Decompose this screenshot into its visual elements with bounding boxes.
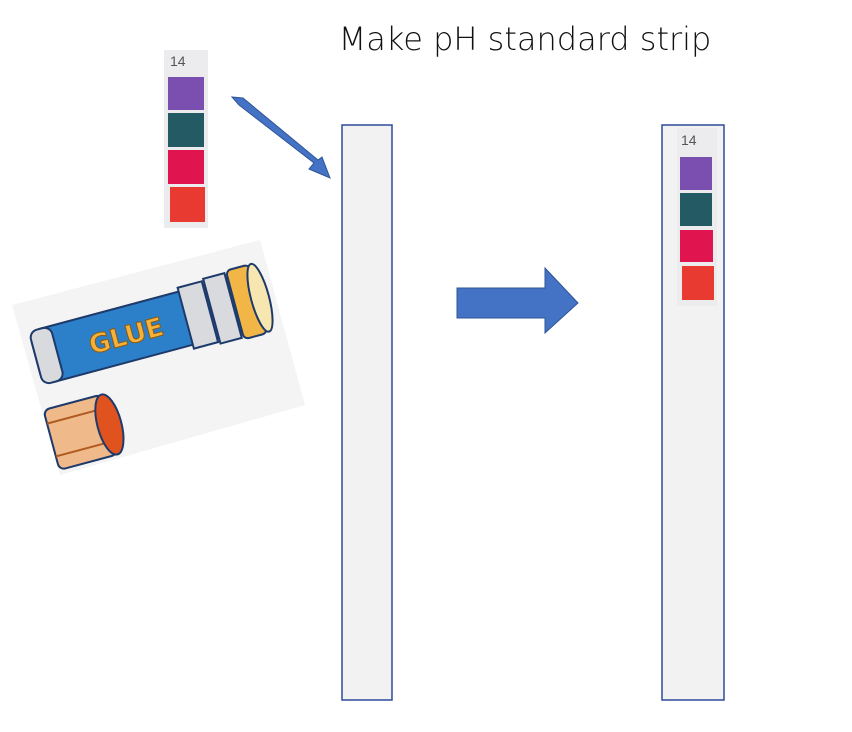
glue-stick-image: GLUE	[12, 240, 305, 475]
swatch-red	[170, 187, 205, 222]
result-strip-label: 14	[681, 132, 697, 148]
right-arrow-icon	[456, 266, 579, 335]
swatch-purple	[168, 77, 204, 110]
result-swatch-red	[682, 266, 714, 300]
result-swatch-purple	[680, 157, 712, 190]
result-strip: 14	[661, 124, 725, 701]
diagonal-arrow-icon	[230, 96, 331, 179]
diagram-title: Make pH standard strip	[338, 20, 712, 58]
result-swatch-pink	[680, 230, 713, 262]
source-strip-label: 14	[170, 53, 186, 69]
swatch-teal	[168, 113, 204, 147]
result-swatch-teal	[680, 193, 712, 226]
swatch-pink	[168, 150, 204, 184]
blank-strip	[341, 124, 393, 701]
source-strip-piece: 14	[164, 50, 208, 228]
